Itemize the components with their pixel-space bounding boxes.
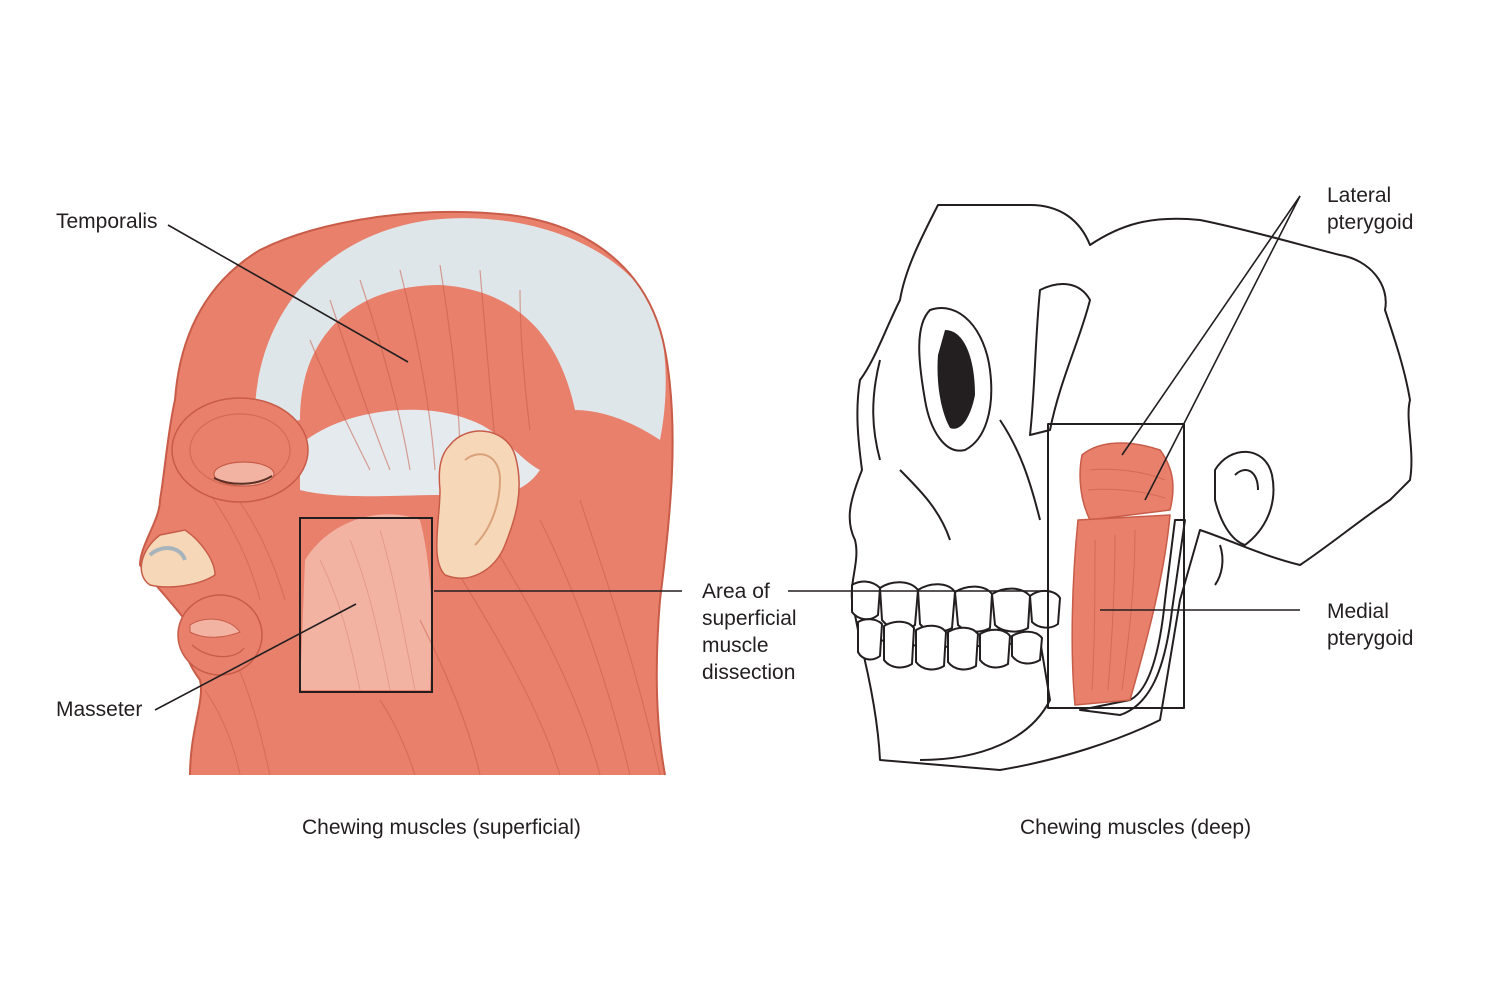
nose bbox=[140, 529, 216, 588]
dissection-area-box bbox=[299, 517, 433, 693]
lateral-leader-1 bbox=[1121, 195, 1301, 456]
eye-region bbox=[171, 397, 309, 503]
leader-lines bbox=[154, 195, 1301, 711]
label-masseter: Masseter bbox=[56, 698, 143, 721]
caption-deep: Chewing muscles (deep) bbox=[1020, 816, 1252, 839]
skull-illustration bbox=[848, 204, 1413, 771]
label-lateral-line-1: Lateral bbox=[1327, 184, 1392, 207]
label-medial-pterygoid: Medial pterygoid bbox=[1327, 598, 1413, 652]
label-area-of-dissection: Area of superficial muscle dissection bbox=[702, 578, 797, 686]
label-area-line-2: superficial bbox=[702, 607, 797, 630]
ear bbox=[436, 430, 520, 579]
head-illustration bbox=[138, 210, 674, 776]
deep-dissection-box bbox=[1047, 423, 1185, 709]
lower-teeth bbox=[857, 618, 1043, 671]
label-lateral-line-2: pterygoid bbox=[1327, 211, 1414, 234]
masseter-leader bbox=[154, 603, 357, 711]
label-area-line-3: muscle bbox=[702, 634, 769, 657]
label-medial-line-1: Medial bbox=[1327, 600, 1389, 623]
label-area-line-4: dissection bbox=[702, 661, 796, 684]
skull-ear bbox=[1214, 450, 1275, 586]
lateral-leader-2 bbox=[1144, 195, 1301, 501]
label-temporalis: Temporalis bbox=[56, 210, 158, 233]
label-lateral-pterygoid: Lateral pterygoid bbox=[1327, 182, 1413, 236]
label-area-line-1: Area of bbox=[702, 580, 770, 603]
label-medial-line-2: pterygoid bbox=[1327, 627, 1414, 650]
caption-superficial: Chewing muscles (superficial) bbox=[302, 816, 581, 839]
temporalis-leader bbox=[167, 224, 409, 363]
mouth-region bbox=[177, 594, 263, 676]
lateral-pterygoid-muscle bbox=[1079, 442, 1174, 521]
